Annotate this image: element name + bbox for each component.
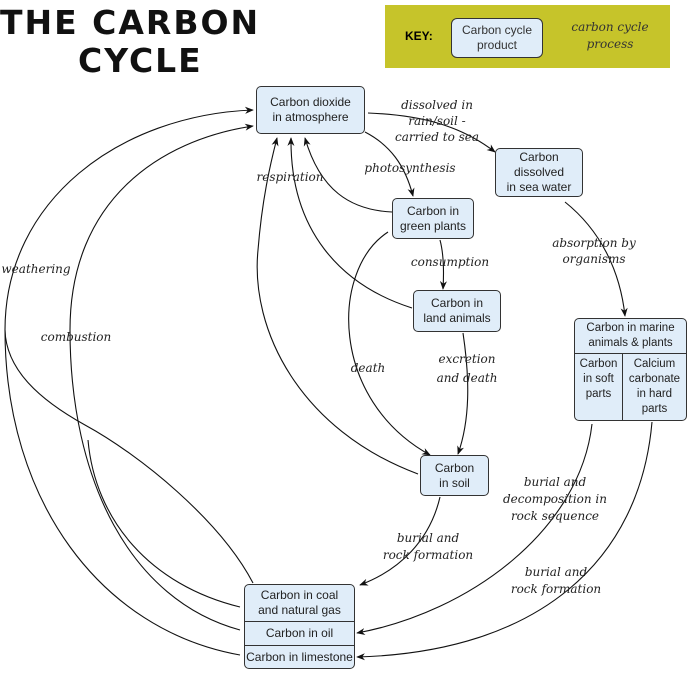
key-product-box: Carbon cycle product [451, 18, 543, 58]
box-text: Carbon in marine [586, 322, 675, 334]
box-text: Carbon in [406, 203, 460, 218]
title: THE CARBON CYCLE [0, 4, 260, 80]
label-burial-soil: burial and rock formation [383, 530, 473, 564]
label-line: burial and [524, 565, 588, 579]
key-label: KEY: [405, 29, 433, 43]
box-text: Calcium [633, 358, 676, 370]
box-text: green plants [399, 218, 467, 233]
key-process-line: process [586, 37, 634, 51]
box-marine: Carbon in marine animals & plants Carbon i… [574, 318, 687, 421]
box-limestone: Carbon in limestone [245, 645, 354, 668]
box-text: in soft [583, 373, 614, 385]
box-text: in atmosphere [272, 110, 349, 124]
arrow-combustion-coal [87, 439, 241, 608]
label-line: organisms [562, 252, 626, 266]
label-line: dissolved in [401, 98, 473, 112]
box-text: parts [585, 388, 612, 400]
box-text: and natural gas [258, 603, 341, 617]
label-respiration: respiration [256, 170, 324, 184]
label-excretion: excretion and death [437, 350, 498, 388]
label-absorption: absorption by organisms [552, 235, 636, 267]
arrow-burial-decomposition [356, 423, 593, 636]
arrow-respiration-soil [256, 137, 419, 475]
label-line: rain/soil - [408, 114, 466, 128]
label-line: decomposition in [502, 492, 608, 506]
box-text: Carbon in limestone [246, 649, 353, 664]
label-line: carried to sea [394, 130, 480, 144]
box-text: parts [641, 403, 668, 415]
box-oil: Carbon in oil [245, 621, 354, 645]
box-text: carbonate [628, 373, 681, 385]
label-photosynthesis: photosynthesis [364, 161, 456, 175]
arrow-weathering-coal [4, 329, 254, 584]
box-text: in sea water [506, 180, 572, 194]
box-text: Carbon [579, 358, 618, 370]
label-burial-decomposition: burial and decomposition in rock sequence [503, 474, 607, 525]
arrow-excretion [457, 332, 469, 455]
box-text: Carbon in oil [265, 626, 334, 640]
label-dissolved: dissolved in rain/soil - carried to sea [395, 97, 479, 145]
label-burial-marine: burial and rock formation [511, 564, 601, 598]
arrow-respiration-plants [303, 137, 393, 213]
box-text: Carbon in [430, 296, 484, 310]
box-text: Carbon in coal [260, 588, 339, 602]
marine-top: Carbon in marine animals & plants [575, 319, 686, 353]
marine-soft-parts: Carbon in soft parts [575, 354, 623, 420]
arrow-death [348, 231, 431, 456]
label-line: and death [436, 371, 498, 385]
marine-bottom: Carbon in soft parts Calcium carbonate in ha… [575, 353, 686, 420]
label-consumption: consumption [410, 255, 490, 269]
label-line: rock formation [382, 548, 474, 562]
label-line: rock formation [510, 582, 602, 596]
label-line: absorption by [552, 236, 636, 250]
arrow-consumption [439, 239, 447, 290]
box-text: Carbon dissolved [513, 150, 565, 179]
arrow-dissolved [367, 112, 496, 153]
label-combustion: combustion [40, 330, 112, 344]
arrow-combustion [69, 123, 254, 631]
box-text: animals & plants [588, 337, 673, 349]
box-text: in soil [439, 475, 470, 490]
title-line-2: CYCLE [78, 41, 203, 80]
label-line: rock sequence [510, 509, 600, 523]
arrow-respiration-animals [287, 137, 413, 309]
label-line: excretion [438, 352, 496, 366]
key-process-line: carbon cycle [571, 20, 649, 34]
title-line-1: THE CARBON [0, 3, 261, 42]
key-legend: KEY: Carbon cycle product carbon cycle pr… [385, 5, 670, 68]
label-weathering: weathering [1, 262, 71, 276]
box-text: Carbon [434, 460, 475, 475]
label-line: burial and [396, 531, 460, 545]
marine-hard-parts: Calcium carbonate in hard parts [623, 354, 686, 420]
arrow-photosynthesis [364, 131, 415, 197]
key-process: carbon cycle process [555, 19, 665, 53]
arrow-absorption [564, 201, 628, 317]
label-death: death [350, 361, 386, 375]
arrow-weathering [4, 106, 254, 656]
arrow-burial-marine [356, 421, 653, 661]
arrow-burial-soil [359, 496, 441, 586]
box-text: land animals [423, 311, 491, 325]
box-text: Carbon dioxide [270, 95, 351, 109]
key-product-text: Carbon cycle product [461, 23, 533, 52]
box-text: in hard [636, 388, 673, 400]
label-line: burial and [523, 475, 587, 489]
